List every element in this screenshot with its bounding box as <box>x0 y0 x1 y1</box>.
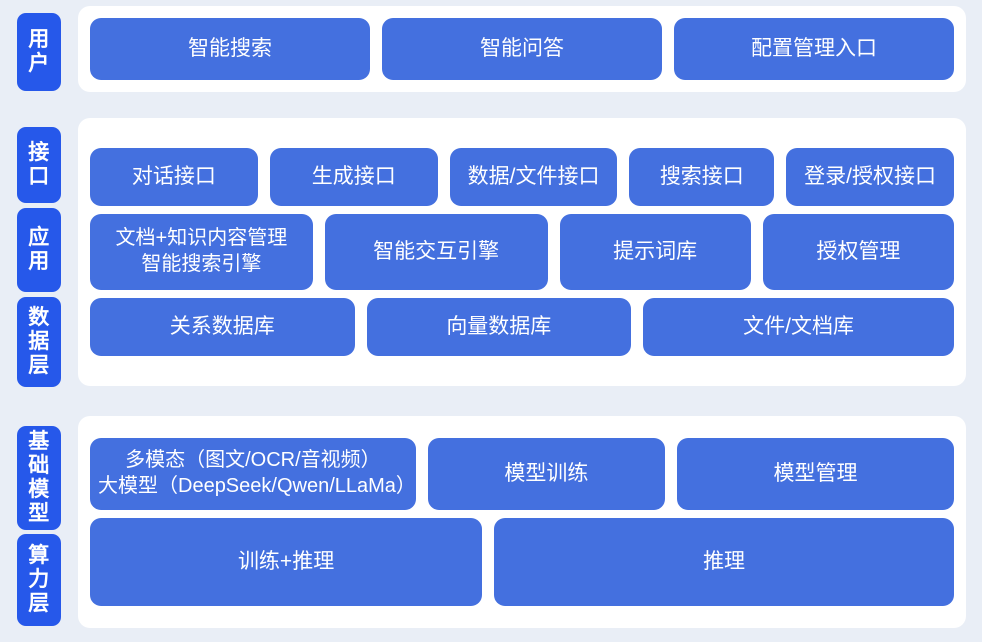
node-smart-interaction-engine[interactable]: 智能交互引擎 <box>324 214 548 290</box>
row-data: 关系数据库 向量数据库 文件/文档库 <box>90 298 954 356</box>
stage-infra: 基 础 模 型 算 力 层 多模态（图文/OCR/音视频） 大模型（DeepSe… <box>0 410 982 642</box>
layer-badge-data-char-0: 数 <box>28 306 50 330</box>
node-login-auth-api[interactable]: 登录/授权接口 <box>786 148 954 206</box>
layer-badge-compute-char-0: 算 <box>28 544 50 568</box>
layer-badge-interface-char-0: 接 <box>28 141 50 165</box>
node-generation-api[interactable]: 生成接口 <box>269 148 438 206</box>
node-file-document-store[interactable]: 文件/文档库 <box>643 298 954 356</box>
row-user-entry: 智能搜索 智能问答 配置管理入口 <box>90 18 954 80</box>
row-interface: 对话接口 生成接口 数据/文件接口 搜索接口 登录/授权接口 <box>90 148 954 206</box>
layer-badge-application-char-1: 用 <box>28 250 50 273</box>
node-search-api[interactable]: 搜索接口 <box>629 148 775 206</box>
node-training-and-inference[interactable]: 训练+推理 <box>90 518 483 606</box>
layer-badge-foundation-model-char-2: 模 <box>28 478 50 501</box>
row-application: 文档+知识内容管理 智能搜索引擎 智能交互引擎 提示词库 授权管理 <box>90 214 954 290</box>
node-prompt-library[interactable]: 提示词库 <box>559 214 751 290</box>
layer-badge-foundation-model-char-3: 型 <box>28 501 50 525</box>
stage-core: 接 口 应 用 数 据 层 对话接口 生成接口 数据/文件接口 搜索接口 登录/… <box>0 112 982 402</box>
row-models: 多模态（图文/OCR/音视频） 大模型（DeepSeek/Qwen/LLaMa）… <box>90 438 954 510</box>
layer-badge-user-char-0: 用 <box>28 28 50 52</box>
layer-badge-foundation-model-char-0: 基 <box>28 430 50 454</box>
layer-badge-application[interactable]: 应 用 <box>17 208 61 292</box>
node-smart-qa[interactable]: 智能问答 <box>382 18 662 80</box>
node-inference[interactable]: 推理 <box>494 518 954 606</box>
panel-infra: 多模态（图文/OCR/音视频） 大模型（DeepSeek/Qwen/LLaMa）… <box>78 416 966 628</box>
node-authorization-management[interactable]: 授权管理 <box>762 214 954 290</box>
badge-column-core: 接 口 应 用 数 据 层 <box>0 112 78 402</box>
layer-badge-user-char-1: 户 <box>28 52 50 75</box>
node-vector-database[interactable]: 向量数据库 <box>366 298 632 356</box>
node-model-training[interactable]: 模型训练 <box>427 438 665 510</box>
layer-badge-interface-char-1: 口 <box>28 165 50 188</box>
layer-badge-application-char-0: 应 <box>28 226 50 250</box>
node-relational-database[interactable]: 关系数据库 <box>90 298 355 356</box>
layer-badge-interface[interactable]: 接 口 <box>17 127 61 203</box>
node-multimodal-large-model[interactable]: 多模态（图文/OCR/音视频） 大模型（DeepSeek/Qwen/LLaMa） <box>90 438 416 510</box>
layer-badge-user[interactable]: 用 户 <box>17 13 61 91</box>
layer-badge-foundation-model[interactable]: 基 础 模 型 <box>17 426 61 530</box>
layer-badge-compute[interactable]: 算 力 层 <box>17 534 61 626</box>
panel-user: 智能搜索 智能问答 配置管理入口 <box>78 6 966 92</box>
node-dialog-api[interactable]: 对话接口 <box>90 148 258 206</box>
panel-core: 对话接口 生成接口 数据/文件接口 搜索接口 登录/授权接口 文档+知识内容管理… <box>78 118 966 386</box>
layer-badge-data-char-1: 据 <box>28 330 50 354</box>
node-doc-knowledge-management[interactable]: 文档+知识内容管理 智能搜索引擎 <box>90 214 313 290</box>
stage-user: 用 户 智能搜索 智能问答 配置管理入口 <box>0 0 982 104</box>
node-data-file-api[interactable]: 数据/文件接口 <box>449 148 618 206</box>
badge-column-infra: 基 础 模 型 算 力 层 <box>0 410 78 642</box>
layer-badge-compute-char-2: 层 <box>28 591 50 615</box>
layer-badge-foundation-model-char-1: 础 <box>28 454 50 478</box>
layer-badge-data[interactable]: 数 据 层 <box>17 297 61 387</box>
badge-column-user: 用 户 <box>0 0 78 104</box>
row-compute: 训练+推理 推理 <box>90 518 954 606</box>
node-model-management[interactable]: 模型管理 <box>676 438 954 510</box>
node-smart-search[interactable]: 智能搜索 <box>90 18 370 80</box>
layer-badge-data-char-2: 层 <box>28 353 50 377</box>
node-config-management-entry[interactable]: 配置管理入口 <box>674 18 954 80</box>
layer-badge-compute-char-1: 力 <box>28 568 50 592</box>
